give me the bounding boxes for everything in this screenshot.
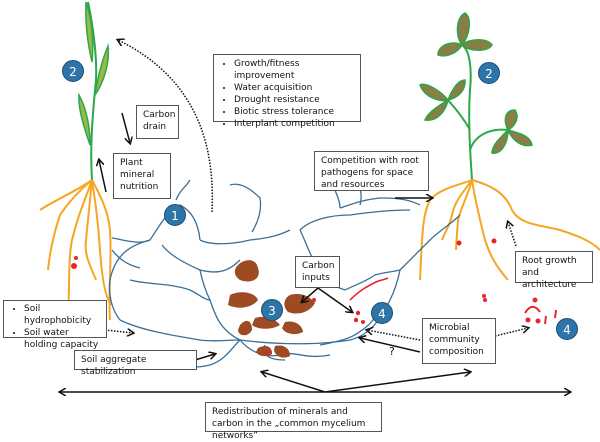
microbial-community-box: Microbial community composition [422, 318, 496, 364]
badge-4-center: 4 [371, 302, 393, 324]
microbe-dot [483, 298, 487, 302]
dotted-arrow-soil [104, 330, 133, 333]
carbon-drain-box: Carbon drain [136, 105, 179, 139]
grass-plant [78, 1, 110, 181]
clover-stem [461, 44, 473, 181]
root-growth-box: Root growth and architecture [515, 251, 593, 290]
arrow-carbon-inputs-right [317, 287, 352, 312]
grass-leaf [94, 43, 110, 96]
dotted-arrow-microbial-right [494, 328, 528, 337]
badge-4-right: 4 [556, 318, 578, 340]
badge-3: 3 [261, 299, 283, 321]
redistribution-box: Redistribution of minerals and carbon in… [205, 402, 382, 441]
diagram-canvas [39, 1, 600, 430]
benefit-item: Drought resistance [234, 94, 354, 106]
benefit-item: Water acquisition [234, 82, 354, 94]
microbe-dot [74, 256, 78, 260]
microbe-dot [312, 298, 316, 302]
carbon-inputs-box: Carbon inputs [295, 256, 340, 288]
microbe-dot [353, 317, 359, 323]
soil-aggregate-box: Soil aggregate stabilization [74, 350, 197, 377]
microbe-dot [491, 238, 497, 244]
microbe-dot [482, 294, 486, 298]
hyphae-highlight [349, 277, 389, 301]
microbe-dot [456, 240, 462, 246]
competition-box: Competition with root pathogens for spac… [314, 151, 429, 191]
clover-plant [419, 12, 533, 181]
arrow-mineral-nutrition [99, 160, 107, 193]
badge-1: 1 [164, 204, 186, 226]
arrow-redistribution-up-left [262, 372, 326, 393]
microbe-cluster [524, 297, 557, 325]
microbe-dot [268, 350, 272, 354]
benefit-item: Interplant competition [234, 118, 354, 130]
badge-2-right: 2 [478, 62, 500, 84]
soil-property-item: Soil hydrophobicity [24, 303, 100, 327]
benefit-item: Growth/fitness improvement [234, 58, 354, 82]
arrow-microbial-question [360, 338, 421, 353]
badge-2-left: 2 [62, 60, 84, 82]
dotted-arrow-benefits [118, 40, 214, 213]
dotted-arrows [104, 40, 528, 341]
grass-leaf [85, 1, 94, 63]
microbe-dot [71, 263, 77, 269]
dotted-arrow-microbial-left [367, 330, 421, 341]
benefit-item: Biotic stress tolerance [234, 106, 354, 118]
arrow-redistribution-up-right [324, 372, 470, 393]
grass-stem [87, 1, 98, 181]
grass-leaf [78, 92, 91, 146]
arrow-carbon-drain [121, 112, 130, 143]
clover-leaf [419, 12, 533, 154]
soil-properties-box: Soil hydrophobicity Soil water holding c… [3, 300, 107, 350]
soil-property-item: Soil water holding capacity [24, 327, 100, 351]
microbe-dot [361, 320, 365, 324]
plant-mineral-nutrition-box: Plant mineral nutrition [113, 153, 171, 199]
benefits-box: Growth/fitness improvement Water acquisi… [213, 54, 361, 129]
arrows [60, 112, 570, 393]
arrow-carbon-inputs-left [302, 287, 319, 302]
dotted-arrow-root-growth [508, 222, 517, 247]
microbe-dot [355, 310, 361, 316]
arrow-aggregate [194, 354, 215, 361]
left-roots [39, 179, 113, 321]
question-mark: ? [389, 345, 395, 358]
